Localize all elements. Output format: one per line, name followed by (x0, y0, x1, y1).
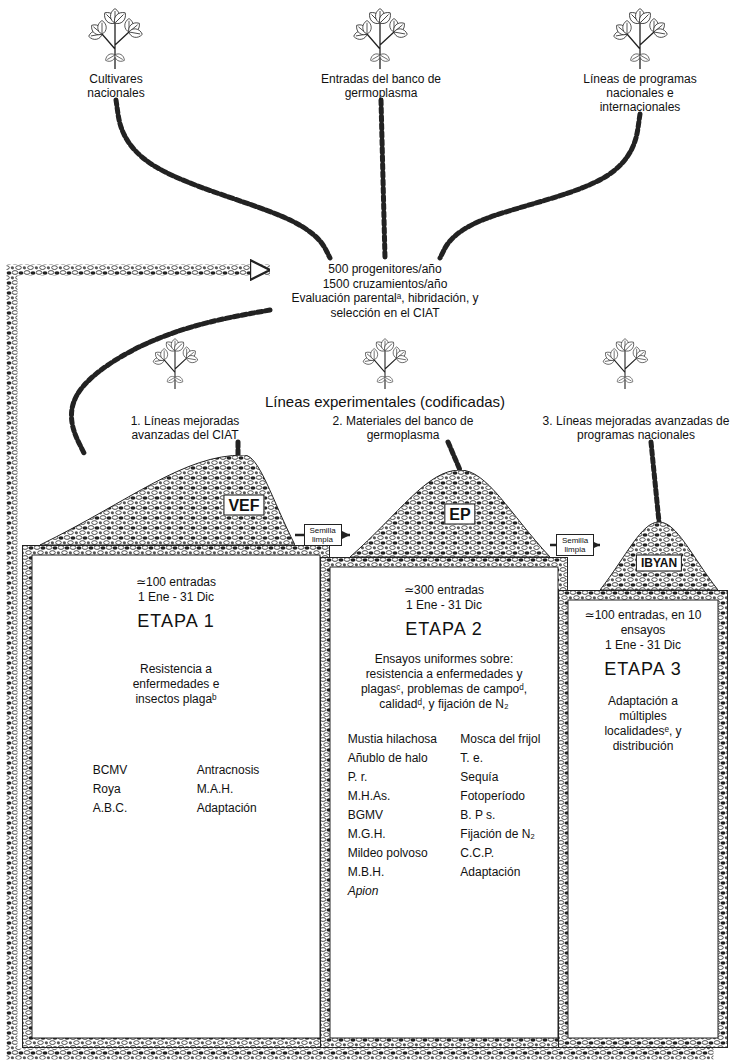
node-text: Cultivares nacionales (70, 72, 162, 100)
bean-plant (613, 9, 668, 69)
line-source-label: 1. Líneas mejoradas avanzadas del CIAT (112, 414, 258, 442)
seed-border (321, 558, 568, 1048)
node-text: VEF (223, 494, 264, 515)
node-text: T. e. (460, 749, 540, 768)
seed-pile: VEF (40, 455, 295, 545)
edge-label: Semilla limpia (304, 524, 342, 546)
node-text: Adaptación a múltiples localidadesᵉ, y d… (587, 694, 699, 754)
seed-pile-shape (600, 522, 718, 590)
node-text: M.G.H. (348, 825, 437, 844)
source-label: Cultivares nacionales (70, 72, 162, 100)
node-text: Mosca del frijol (460, 730, 540, 749)
seed-stream (440, 114, 640, 258)
node-text: Fijación de N₂ (460, 825, 540, 844)
node-text: 500 progenitores/año (270, 262, 500, 277)
node-text: Fotoperíodo (460, 787, 540, 806)
stage-panel (568, 600, 718, 1038)
edge-label: Semilla limpia (556, 534, 594, 556)
node-text: ETAPA 2 (336, 618, 552, 640)
line-source-label: 3. Líneas mejoradas avanzadas de program… (540, 414, 732, 442)
node-text: ≃100 entradas, en 10 ensayos (574, 608, 712, 638)
line-source-label: 2. Materiales del banco de germoplasma (328, 414, 478, 442)
node-text: M.H.As. (348, 787, 437, 806)
node-text: BCMV (93, 761, 128, 780)
source-label: Entradas del banco de germoplasma (315, 72, 447, 100)
node-text: Adaptación (460, 863, 540, 882)
node-text: 2. Materiales del banco de germoplasma (328, 414, 478, 442)
seed-stream (236, 442, 241, 455)
hybridization-hub: 500 progenitores/año1500 cruzamientos/añ… (270, 258, 500, 320)
node-text: Sequía (460, 768, 540, 787)
section-title: Líneas experimentales (codificadas) (265, 393, 505, 411)
seed-pile-shape (40, 455, 295, 545)
node-text: Evaluación parentalᵃ, hibridación, y sel… (270, 291, 500, 320)
node-text: 3. Líneas mejoradas avanzadas de program… (540, 414, 732, 442)
node-text: M.B.H. (348, 863, 437, 882)
stage-frame (558, 590, 728, 1048)
node-text: Ensayos uniformes sobre: resistencia a e… (357, 652, 532, 712)
node-text: ETAPA 1 (38, 610, 314, 632)
node-text: Entradas del banco de germoplasma (315, 72, 447, 100)
seed-stream (71, 310, 270, 455)
stage-box: ≃100 entradas1 Ene - 31 DicETAPA 1 Resist… (22, 545, 330, 1048)
node-text: ≃300 entradas (336, 583, 552, 598)
node-text: 1 Ene - 31 Dic (38, 590, 314, 605)
seed-stream (116, 100, 330, 258)
bean-plant (88, 9, 143, 69)
node-text: P. r. (348, 768, 437, 787)
node-text: Apion (348, 882, 437, 901)
node-text: Resistencia a enfermedades e insectos pl… (111, 662, 241, 707)
node-text: C.C.P. (460, 844, 540, 863)
node-text: Antracnosis (197, 761, 260, 780)
bean-plant (602, 339, 648, 389)
node-text: IBYAN (636, 554, 682, 571)
stage-box: ≃100 entradas, en 10 ensayos1 Ene - 31 D… (558, 590, 728, 1048)
stage-box: ≃300 entradas1 Ene - 31 DicETAPA 2 Ensayo… (320, 557, 568, 1048)
node-text: 1. Líneas mejoradas avanzadas del CIAT (112, 414, 258, 442)
stage-panel (32, 555, 320, 1038)
source-label: Líneas de programas nacionales e interna… (575, 72, 705, 114)
node-text: M.A.H. (197, 780, 260, 799)
node-text: Adaptación (197, 799, 260, 818)
node-text: ETAPA 3 (574, 658, 712, 680)
node-text: B. P s. (460, 806, 540, 825)
node-text: ≃100 entradas (38, 575, 314, 590)
seed-border (559, 591, 728, 1048)
node-text: 1 Ene - 31 Dic (574, 638, 712, 653)
seed-stream (381, 100, 385, 258)
seed-border (23, 546, 330, 1048)
bean-plant (152, 339, 198, 389)
node-text: Mustia hilachosa (348, 730, 437, 749)
node-text: Líneas de programas nacionales e interna… (575, 72, 705, 114)
bean-plant (353, 9, 408, 69)
seed-stream (448, 442, 460, 470)
node-text: EP (444, 503, 475, 524)
node-text: A.B.C. (93, 799, 128, 818)
seed-pile-shape (350, 470, 550, 557)
node-text: Añublo de halo (348, 749, 437, 768)
seed-pile: IBYAN (600, 522, 718, 590)
node-text: BGMV (348, 806, 437, 825)
node-text: 1 Ene - 31 Dic (336, 598, 552, 613)
seed-pile: EP (350, 470, 550, 557)
bean-plant (362, 339, 408, 389)
node-text: Roya (93, 780, 128, 799)
seed-stream (651, 442, 659, 522)
node-text: 1500 cruzamientos/año (270, 277, 500, 292)
node-text: Mildeo polvoso (348, 844, 437, 863)
stage-panel (330, 567, 558, 1038)
